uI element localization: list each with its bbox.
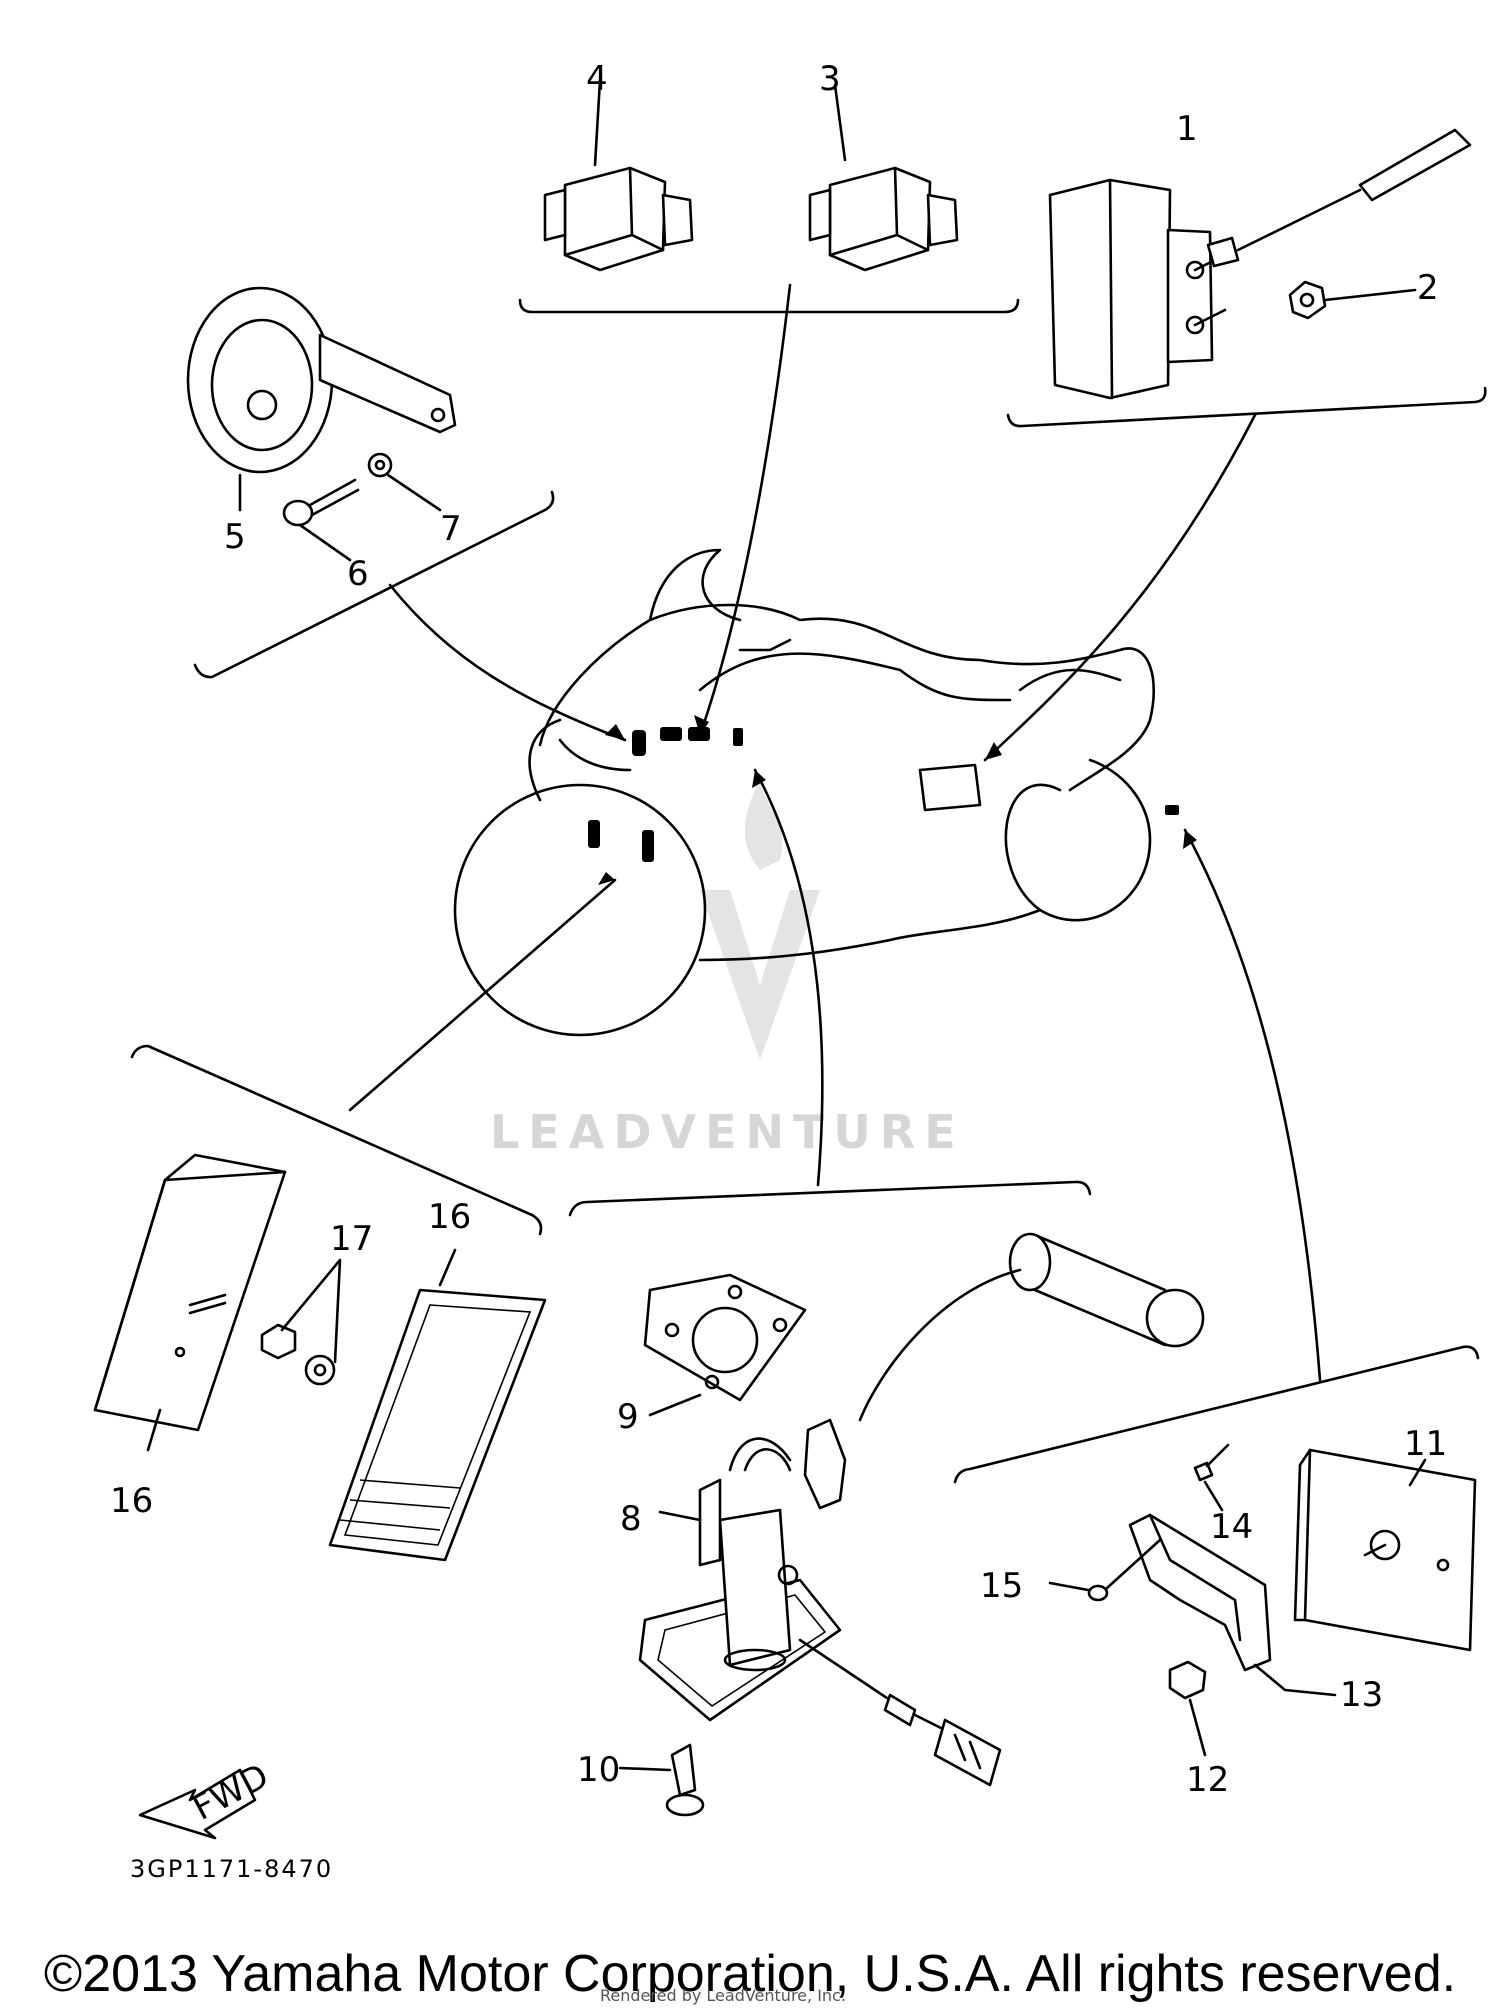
callout-1: 1 (1176, 109, 1198, 149)
callout-9: 9 (617, 1397, 639, 1437)
leadventure-watermark: LEADVENTURE (490, 780, 965, 1159)
callout-16-left: 16 (110, 1481, 153, 1521)
rendered-by-note: Rendered by LeadVenture, Inc. (600, 1986, 846, 2005)
callout-16-right: 16 (428, 1197, 471, 1237)
relay-part-3 (808, 83, 959, 272)
callout-3: 3 (819, 59, 841, 99)
callout-15: 15 (980, 1566, 1023, 1606)
callout-14: 14 (1210, 1507, 1253, 1547)
callout-5: 5 (224, 517, 246, 557)
callout-11: 11 (1404, 1424, 1447, 1464)
washer-part-7 (367, 452, 442, 512)
fuel-sender-part-8 (638, 1418, 1002, 1787)
starter-relay (1048, 128, 1472, 400)
group-brackets (130, 298, 1487, 1484)
nut-part-2 (1288, 280, 1417, 320)
screw-part-14 (1193, 1443, 1230, 1512)
callout-4: 4 (586, 59, 608, 99)
callout-10: 10 (577, 1750, 620, 1790)
nuts-part-17 (260, 1258, 342, 1386)
callout-8: 8 (620, 1499, 642, 1539)
fwd-arrow-icon: FWD (138, 1756, 275, 1840)
bolt-part-10 (618, 1743, 705, 1817)
screw-part-15 (1048, 1538, 1162, 1602)
motorcycle-outline (453, 548, 1179, 1037)
reflector-part-16-left (93, 1153, 287, 1452)
callout-7: 7 (440, 509, 462, 549)
bracket-part-13 (1128, 1513, 1337, 1697)
callout-2: 2 (1417, 268, 1439, 308)
leader-lines (348, 283, 1322, 1382)
reflector-part-16-right (328, 1248, 547, 1562)
callout-17: 17 (330, 1219, 373, 1259)
horn (186, 286, 457, 512)
license-light-part-11 (1293, 1448, 1477, 1652)
callout-12: 12 (1186, 1760, 1229, 1800)
nut-part-12 (1168, 1660, 1207, 1757)
gasket-part-9 (643, 1273, 807, 1417)
diagram-code: 3GP1171-8470 (130, 1855, 334, 1883)
relay-part-4 (543, 78, 694, 272)
callout-6: 6 (347, 554, 369, 594)
fuel-float (858, 1232, 1205, 1422)
bolt-part-6 (282, 478, 360, 562)
callout-13: 13 (1340, 1675, 1383, 1715)
watermark-text: LEADVENTURE (490, 1105, 965, 1159)
callout-numbers: 1 2 3 4 5 6 7 8 9 10 11 12 13 14 15 16 1… (110, 59, 1447, 1800)
copyright-notice: ©2013 Yamaha Motor Corporation, U.S.A. A… (43, 1945, 1457, 2003)
fwd-label: FWD (186, 1756, 275, 1829)
